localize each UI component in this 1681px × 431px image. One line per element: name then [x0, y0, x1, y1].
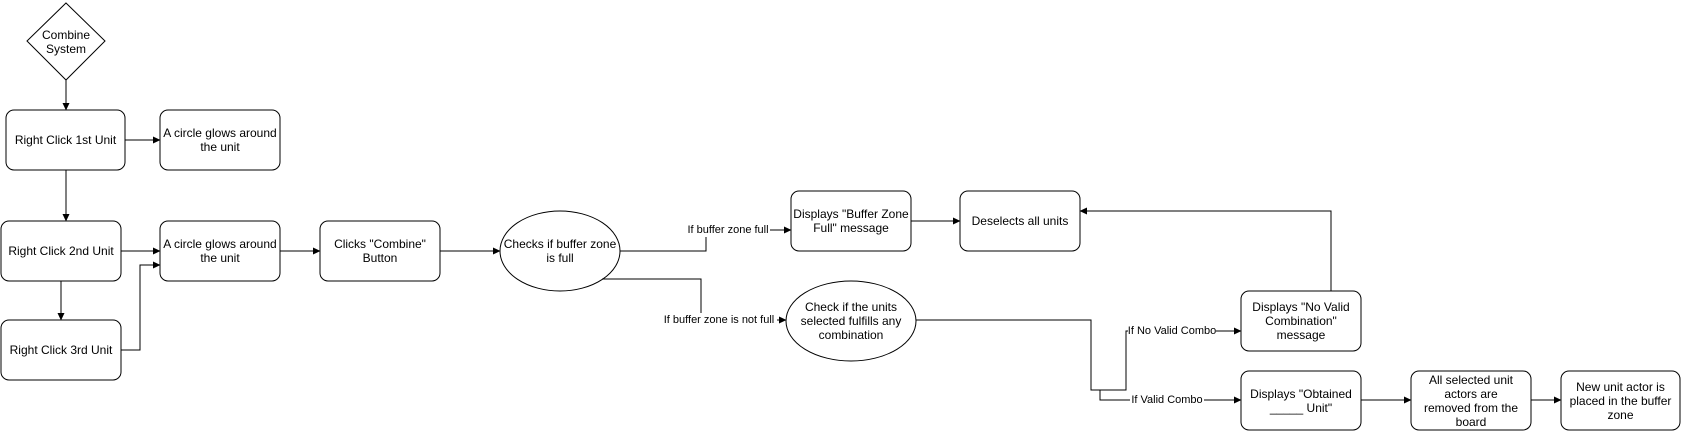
edge-label-buffer-full: If buffer zone full: [686, 223, 770, 237]
check-buffer-label: Checks if buffer zone is full: [503, 237, 617, 265]
edge-rc3-glow2: [121, 261, 161, 351]
rc2-label: Right Click 2nd Unit: [8, 244, 114, 258]
edge-label-valid: If Valid Combo: [1130, 393, 1204, 407]
glow2-label: A circle glows around the unit: [163, 237, 277, 265]
rc1-label: Right Click 1st Unit: [14, 133, 117, 147]
glow1-label: A circle glows around the unit: [163, 126, 277, 154]
buffer-full-msg-label: Displays "Buffer Zone Full" message: [793, 207, 909, 235]
removed-label: All selected unit actors are removed fro…: [1423, 372, 1519, 429]
no-valid-msg-box: [1240, 290, 1362, 352]
start-label: Combine System: [41, 28, 91, 56]
check-combo-label: Check if the units selected fulfills any…: [800, 300, 902, 342]
clicks-combine-label: Clicks "Combine" Button: [334, 237, 426, 265]
no-valid-msg-label: Displays "No Valid Combination" message: [1252, 300, 1350, 342]
obtained-msg-label: Displays "Obtained _____ Unit": [1250, 386, 1352, 415]
edge-novalid-deselect: [1079, 207, 1332, 291]
edge-label-buffer-not-full: If buffer zone is not full: [661, 313, 777, 327]
rc3-label: Right Click 3rd Unit: [9, 343, 113, 357]
new-unit-label: New unit actor is placed in the buffer z…: [1569, 379, 1672, 422]
deselect-label: Deselects all units: [971, 214, 1069, 228]
edge-label-no-valid: If No Valid Combo: [1127, 324, 1217, 338]
